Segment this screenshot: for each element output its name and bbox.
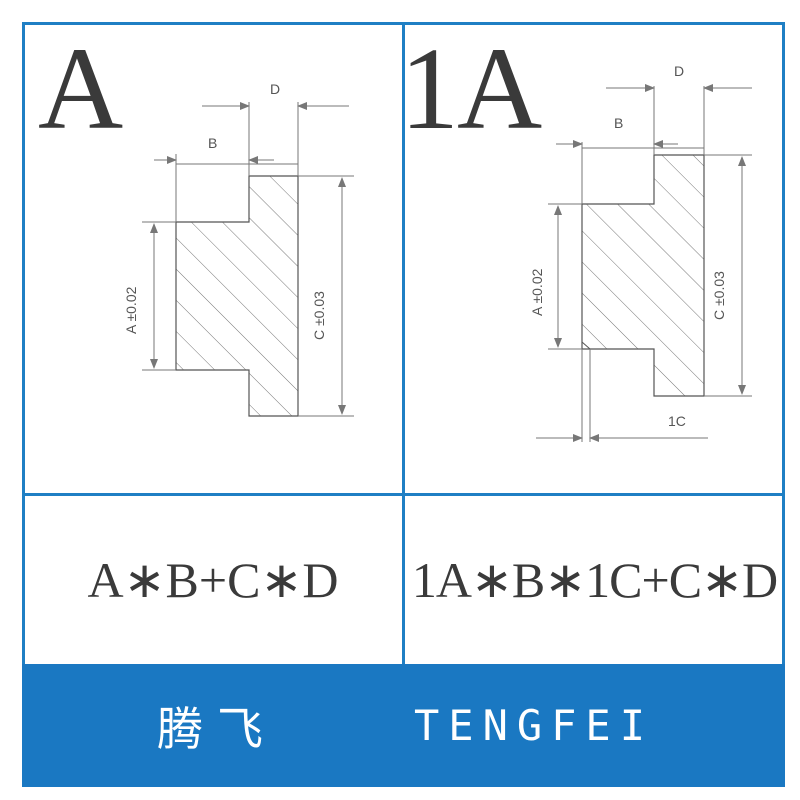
left-profile-shape: [175, 175, 299, 417]
diagram-frame: A D B: [22, 22, 785, 787]
left-label-b: B: [208, 135, 217, 151]
right-label-a: A ±0.02: [529, 268, 545, 316]
left-label-c: C ±0.03: [311, 291, 327, 340]
right-formula: 1A∗B∗1C+C∗D: [411, 552, 778, 608]
left-formula: A∗B+C∗D: [87, 552, 339, 608]
left-label-d: D: [270, 81, 280, 97]
grid-line-left: [22, 22, 25, 664]
brand-name-chinese: 腾飞: [157, 701, 277, 756]
right-profile-shape: [581, 154, 705, 397]
left-label-a: A ±0.02: [123, 286, 139, 334]
panel-left-title: A: [38, 24, 123, 154]
panel-left-formula: A∗B+C∗D: [24, 497, 402, 663]
brand-name-english: TENGFEI: [414, 701, 655, 750]
grid-line-right: [782, 22, 785, 664]
left-profile-drawing: D B A ±0.02 C ±0.03: [123, 81, 354, 417]
panel-right-drawing: 1A D B: [406, 24, 783, 493]
right-label-1c: 1C: [668, 413, 686, 429]
right-profile-drawing: D B A ±0.02 C ±0.03 1C: [529, 63, 752, 442]
grid-line-center: [402, 22, 405, 664]
right-label-d: D: [674, 63, 684, 79]
brand-footer: 腾飞 TENGFEI: [22, 664, 785, 787]
panel-right-formula: 1A∗B∗1C+C∗D: [406, 497, 783, 663]
panel-left-drawing: A D B: [24, 24, 402, 493]
panel-right-title: 1A: [406, 24, 542, 154]
right-label-c: C ±0.03: [711, 271, 727, 320]
right-label-b: B: [614, 115, 623, 131]
